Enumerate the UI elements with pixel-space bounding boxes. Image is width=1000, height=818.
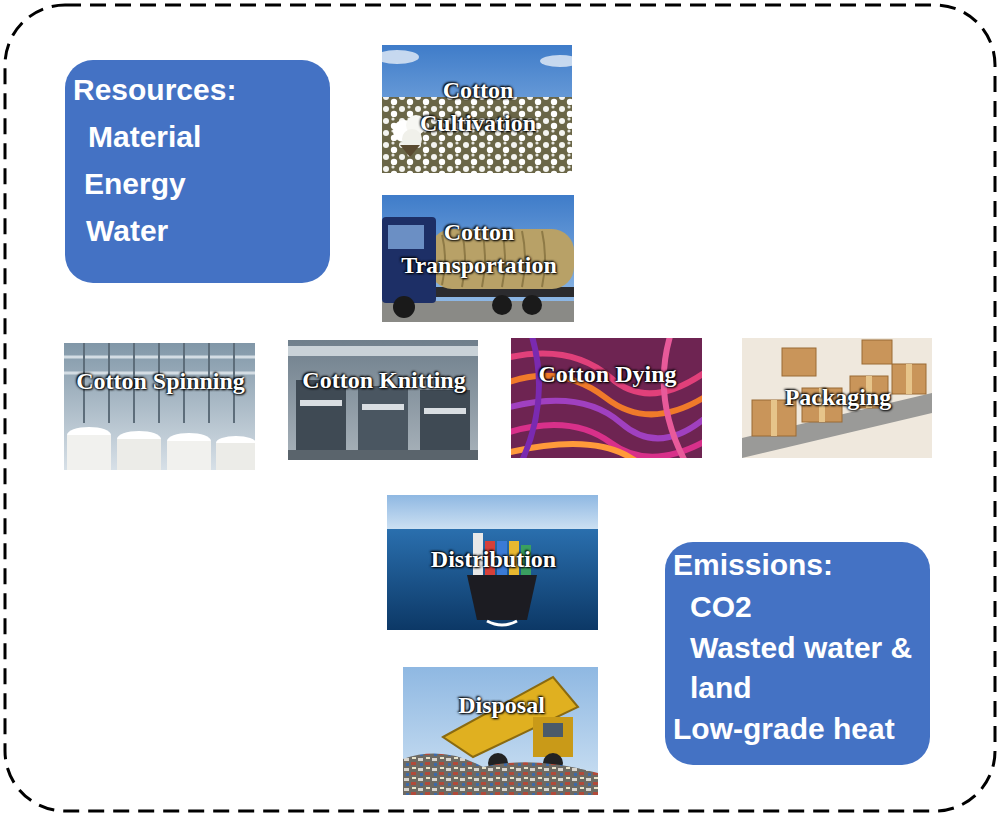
cotton-field-photo-part bbox=[400, 145, 420, 157]
emissions-box: Emissions:CO2Wasted water & landLow-grad… bbox=[665, 542, 930, 765]
cargo-ship-photo-part bbox=[387, 529, 598, 630]
process-label: Cotton Transportation bbox=[386, 216, 572, 282]
spinning-mill-photo-part bbox=[67, 435, 111, 470]
knitting-machines-photo-part bbox=[358, 386, 408, 450]
process-photo: Packaging bbox=[742, 338, 934, 458]
list-item: CO2 bbox=[690, 586, 922, 628]
process-label: Distribution bbox=[391, 543, 596, 576]
knitting-machines-photo-part bbox=[424, 408, 466, 414]
cargo-ship-photo bbox=[387, 495, 598, 630]
packaging-photo bbox=[742, 338, 932, 458]
packaging-photo-part-part bbox=[892, 364, 926, 394]
truck-photo-part bbox=[388, 225, 424, 249]
process-label: Cotton Knitting bbox=[292, 364, 476, 397]
packaging-photo-part-part bbox=[782, 348, 816, 376]
list-item: Energy bbox=[84, 160, 322, 207]
box-heading: Emissions: bbox=[673, 544, 922, 586]
knitting-machines-photo-part bbox=[288, 340, 478, 460]
list-item: Water bbox=[86, 207, 322, 254]
process-photo: Distribution bbox=[387, 495, 600, 630]
truck-photo-part bbox=[382, 195, 574, 322]
process-label: Cotton Spinning bbox=[68, 365, 253, 398]
dashed-boundary bbox=[5, 5, 995, 811]
cargo-ship-photo-part bbox=[467, 575, 537, 620]
knitting-machines-photo-part bbox=[288, 346, 478, 356]
truck-photo-part bbox=[492, 295, 512, 315]
process-photo: Disposal bbox=[403, 667, 600, 795]
cargo-ship-photo-part bbox=[487, 621, 517, 625]
knitting-machines-photo-part bbox=[300, 400, 342, 406]
process-photo: Cotton Spinning bbox=[64, 343, 257, 470]
packaging-photo-part-part bbox=[771, 400, 777, 436]
process-photo: Cotton Transportation bbox=[382, 195, 576, 322]
truck-photo bbox=[382, 195, 574, 322]
landfill-photo-part bbox=[403, 754, 598, 795]
process-photo: Cotton Knitting bbox=[288, 340, 480, 460]
spinning-mill-photo-part bbox=[117, 439, 161, 470]
truck-photo-part bbox=[393, 296, 415, 318]
cargo-ship-photo-part bbox=[387, 495, 598, 531]
process-label: Packaging bbox=[746, 381, 930, 414]
landfill-photo-part bbox=[533, 717, 573, 757]
cotton-field-photo bbox=[375, 45, 580, 173]
process-label: Cotton Cultivation bbox=[386, 74, 570, 140]
process-label: Cotton Dying bbox=[515, 358, 700, 391]
box-heading: Resources: bbox=[73, 66, 322, 113]
list-item: Low-grade heat bbox=[673, 708, 922, 750]
dyed-yarn-photo bbox=[506, 333, 711, 470]
spinning-mill-photo-part bbox=[167, 441, 211, 470]
dyed-yarn-photo-part-part bbox=[521, 333, 539, 463]
process-photo: Cotton Dying bbox=[511, 338, 704, 458]
knitting-machines-photo-part bbox=[362, 404, 404, 410]
knitting-machines-photo-part bbox=[420, 390, 470, 450]
packaging-photo-part-part bbox=[906, 364, 912, 394]
spinning-mill-photo bbox=[64, 343, 256, 470]
dyed-yarn-photo-part-part bbox=[664, 333, 686, 463]
list-item: Wasted water & land bbox=[690, 628, 922, 708]
cotton-field-photo-part bbox=[540, 55, 580, 67]
spinning-mill-photo-part bbox=[216, 443, 256, 470]
packaging-photo-part bbox=[742, 338, 932, 458]
knitting-machines-photo bbox=[288, 340, 478, 460]
process-label: Disposal bbox=[407, 689, 596, 722]
landfill-photo-part bbox=[543, 723, 563, 737]
truck-photo-part bbox=[522, 295, 542, 315]
cotton-field-photo-part bbox=[375, 50, 419, 64]
packaging-photo-part-part bbox=[862, 340, 892, 364]
resources-box: Resources:MaterialEnergyWater bbox=[65, 60, 330, 283]
landfill-photo-part bbox=[403, 667, 598, 795]
list-item: Material bbox=[88, 113, 322, 160]
spinning-mill-photo-part bbox=[64, 343, 255, 470]
dyed-yarn-photo-part bbox=[506, 333, 711, 470]
process-photo: Cotton Cultivation bbox=[382, 45, 574, 173]
landfill-photo bbox=[403, 667, 598, 795]
knitting-machines-photo-part bbox=[288, 450, 478, 460]
